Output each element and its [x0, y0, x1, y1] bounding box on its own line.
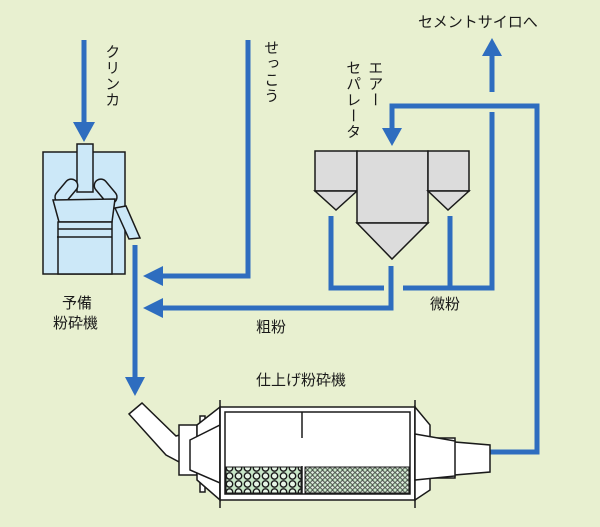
gypsum-feed-line [160, 40, 251, 279]
air-separator [313, 150, 471, 261]
arrow-down-icon [382, 128, 402, 146]
finishing-mill-label: 仕上げ粉砕機 [256, 371, 347, 389]
gypsum-label: せっこう [262, 40, 281, 104]
arrow-left-icon [143, 298, 163, 318]
coarse-powder-label: 粗粉 [256, 318, 287, 336]
arrow-up-icon [482, 38, 502, 56]
finishing-mill [127, 400, 491, 508]
mill-output-line [389, 103, 540, 455]
arrowheads [73, 38, 502, 396]
fine-powder-line-right [403, 112, 495, 291]
fine-powder-label: 微粉 [430, 295, 461, 313]
fine-powder-line-left [328, 216, 384, 291]
arrow-down-icon [125, 377, 145, 396]
air-separator-label-line1: エアー [366, 60, 385, 108]
flow-lines [81, 40, 540, 455]
pre-grinder-label-line1: 予備 [62, 294, 93, 312]
clinker-label: クリンカ [103, 44, 122, 108]
cement-silo-label: セメントサイロへ [418, 13, 538, 31]
coarse-return-line [160, 266, 394, 311]
air-separator-label-line2: セパレータ [344, 60, 363, 140]
arrow-left-icon [143, 266, 163, 286]
pre-grinder [42, 143, 142, 275]
pre-grinder-label-line2: 粉砕機 [53, 314, 99, 332]
arrow-down-icon [73, 122, 95, 142]
